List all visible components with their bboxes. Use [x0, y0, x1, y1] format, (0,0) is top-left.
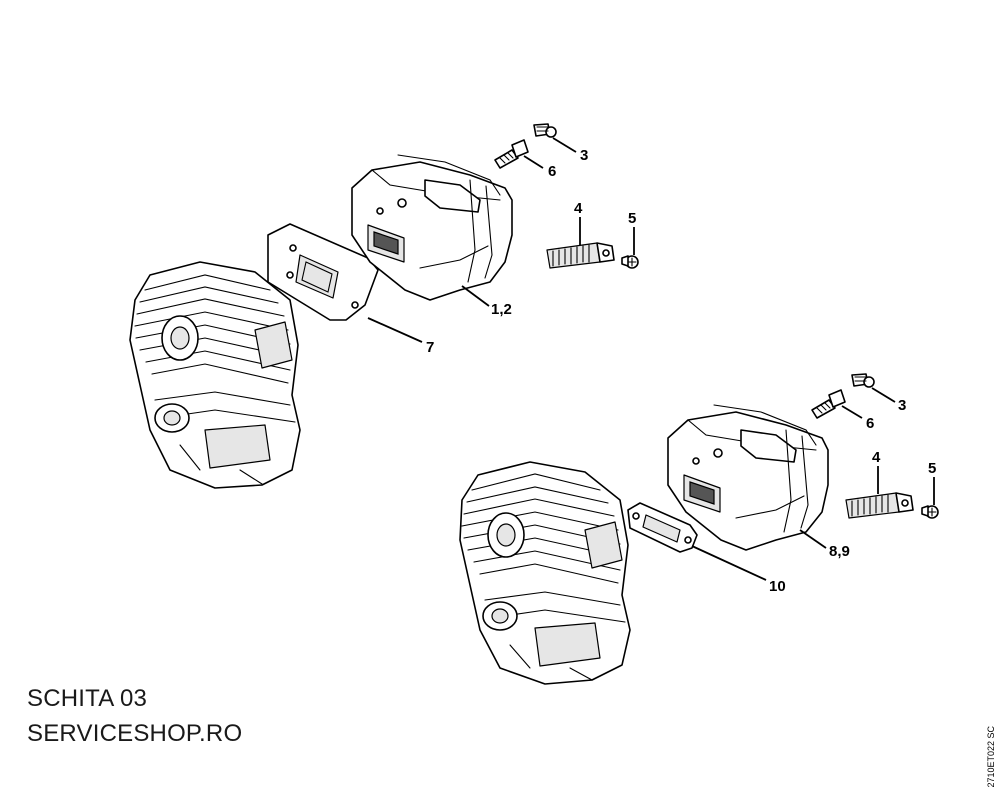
bolt-6-upper [494, 139, 529, 169]
drawing-reference-code: 2710ET022 SC [986, 726, 996, 788]
lower-assembly: 3 6 4 5 8,9 10 [459, 373, 939, 685]
callout-6-lower: 6 [866, 415, 874, 432]
leader-10-lower [691, 545, 767, 581]
caption-title: SCHITA 03 [27, 685, 148, 712]
spark-arresting-screen-4-lower [845, 492, 914, 519]
caption-source: SERVICESHOP.RO [27, 720, 243, 747]
leader-6-lower [841, 405, 863, 419]
muffler-1-2-upper [351, 154, 513, 301]
upper-assembly: 3 6 4 5 1,2 7 [129, 123, 639, 489]
screw-3-lower [851, 373, 875, 388]
callout-6-upper: 6 [548, 163, 556, 180]
spark-arresting-screen-4-upper [546, 242, 615, 269]
callout-4-upper: 4 [574, 200, 583, 217]
muffler-8-9-lower [667, 404, 829, 551]
callout-5-upper: 5 [628, 210, 636, 227]
callout-3-upper: 3 [580, 147, 588, 164]
callout-7-upper: 7 [426, 339, 434, 356]
callout-4-lower: 4 [872, 449, 881, 466]
leader-3-upper [552, 137, 577, 153]
leader-6-upper [523, 155, 544, 169]
callout-8-9-lower: 8,9 [829, 543, 850, 560]
leader-1-2-upper [461, 285, 490, 307]
callout-3-lower: 3 [898, 397, 906, 414]
screw-5-lower [921, 505, 939, 519]
callout-1-2-upper: 1,2 [491, 301, 512, 318]
bolt-6-lower [811, 389, 846, 419]
screw-3-upper [533, 123, 557, 138]
engine-cylinder-lower [459, 461, 631, 685]
leader-3-lower [871, 387, 896, 403]
callout-10-lower: 10 [769, 578, 786, 595]
leader-8-9-lower [799, 529, 827, 549]
gasket-10-lower [627, 502, 698, 553]
leader-7-upper [367, 317, 423, 343]
callout-5-lower: 5 [928, 460, 936, 477]
engine-cylinder-upper [129, 261, 301, 489]
screw-5-upper [621, 255, 639, 269]
gasket-7-upper [267, 223, 379, 321]
